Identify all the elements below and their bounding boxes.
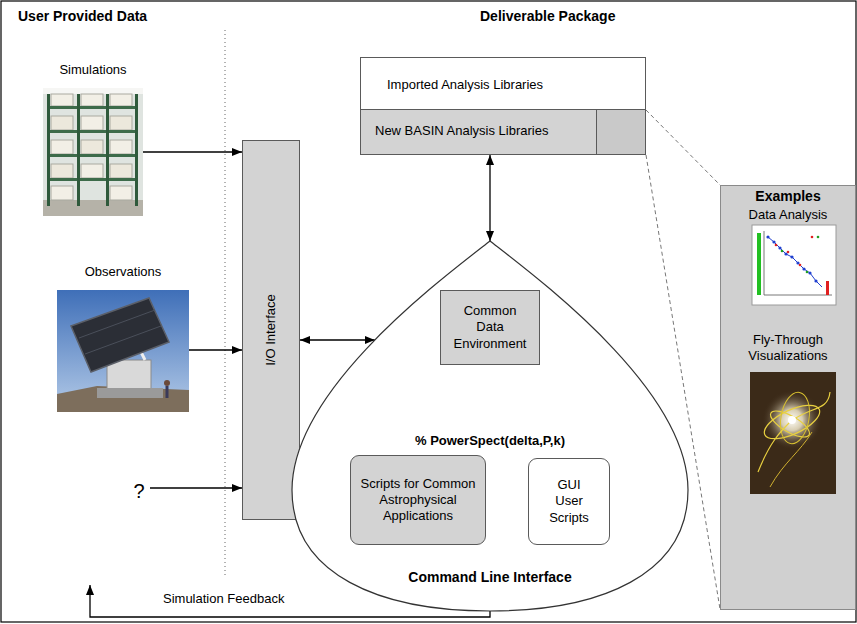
text-holder: Simulations xyxy=(43,62,143,78)
box-label: Common Data Environment xyxy=(450,303,530,352)
text-holder: Scripts for Common Astrophysical Applica… xyxy=(351,456,485,544)
teardrop-path xyxy=(292,241,688,611)
text-holder: % PowerSpect(delta,P,k) xyxy=(410,428,571,455)
server-room-photo xyxy=(43,88,143,216)
photo-panel: Observations xyxy=(57,264,189,412)
examples-ground xyxy=(720,185,856,610)
box-label: Imported Analysis Libraries xyxy=(387,77,627,93)
library-band: New BASIN Analysis Libraries xyxy=(360,109,646,155)
question-mark: ? xyxy=(133,479,144,504)
photo-heading: Simulations xyxy=(43,62,143,78)
annotation-label: Simulation Feedback xyxy=(163,591,284,606)
annotation-label: Deliverable Package xyxy=(480,8,615,24)
connector-arrow xyxy=(300,339,375,340)
telescope-photo xyxy=(57,290,189,412)
text-holder: GUI User Scripts xyxy=(529,459,609,544)
examples-panel: ExamplesData AnalysisFly-Through Visuali… xyxy=(720,185,856,610)
text-holder: Fly-Through Visualizations xyxy=(738,332,838,365)
region-label: Command Line Interface xyxy=(290,569,690,587)
unknown-source: ? xyxy=(128,474,150,509)
command-example: % PowerSpect(delta,P,k) xyxy=(410,428,571,455)
text-holder: I/O Interface xyxy=(263,294,279,366)
flythrough-image xyxy=(750,372,836,494)
zoom-leader xyxy=(646,110,720,185)
box-label: I/O Interface xyxy=(263,294,279,366)
text-holder: Imported Analysis Libraries xyxy=(387,77,627,93)
annotation-label: User Provided Data xyxy=(18,8,147,24)
command-text: % PowerSpect(delta,P,k) xyxy=(415,433,565,449)
example-caption: Data Analysis xyxy=(721,207,855,223)
command-line-region: Command Line Interface Common Data Enviro… xyxy=(290,240,690,612)
photo-panel: Simulations xyxy=(43,62,143,216)
box-label: Scripts for Common Astrophysical Applica… xyxy=(357,476,479,525)
photo-heading: Observations xyxy=(57,264,189,280)
connector-arrow xyxy=(489,155,490,241)
text-holder: New BASIN Analysis Libraries xyxy=(375,123,595,139)
text-holder: Examples xyxy=(721,188,855,206)
analysis-plot-image xyxy=(752,225,836,305)
divider-line xyxy=(225,30,226,575)
text-holder: Command Line Interface xyxy=(290,569,690,587)
box-label: GUI User Scripts xyxy=(543,477,595,526)
gui-scripts-box: GUI User Scripts xyxy=(528,458,610,545)
connector-arrow xyxy=(189,349,242,350)
text-holder: Common Data Environment xyxy=(441,291,539,364)
connector-arrow xyxy=(143,151,242,152)
zoom-region xyxy=(596,109,646,155)
library-box: Imported Analysis LibrariesNew BASIN Ana… xyxy=(360,57,646,155)
io-interface-box: I/O Interface xyxy=(242,140,300,520)
panel-heading: Examples xyxy=(721,188,855,206)
data-environment-box: Common Data Environment xyxy=(440,290,540,365)
text-holder: Observations xyxy=(57,264,189,280)
band-label: New BASIN Analysis Libraries xyxy=(375,123,595,139)
text-holder: Data Analysis xyxy=(721,207,855,223)
scripts-box: Scripts for Common Astrophysical Applica… xyxy=(350,455,486,545)
connector-arrow xyxy=(150,487,242,488)
example-caption: Fly-Through Visualizations xyxy=(738,332,838,365)
text-holder: ? xyxy=(128,474,150,509)
